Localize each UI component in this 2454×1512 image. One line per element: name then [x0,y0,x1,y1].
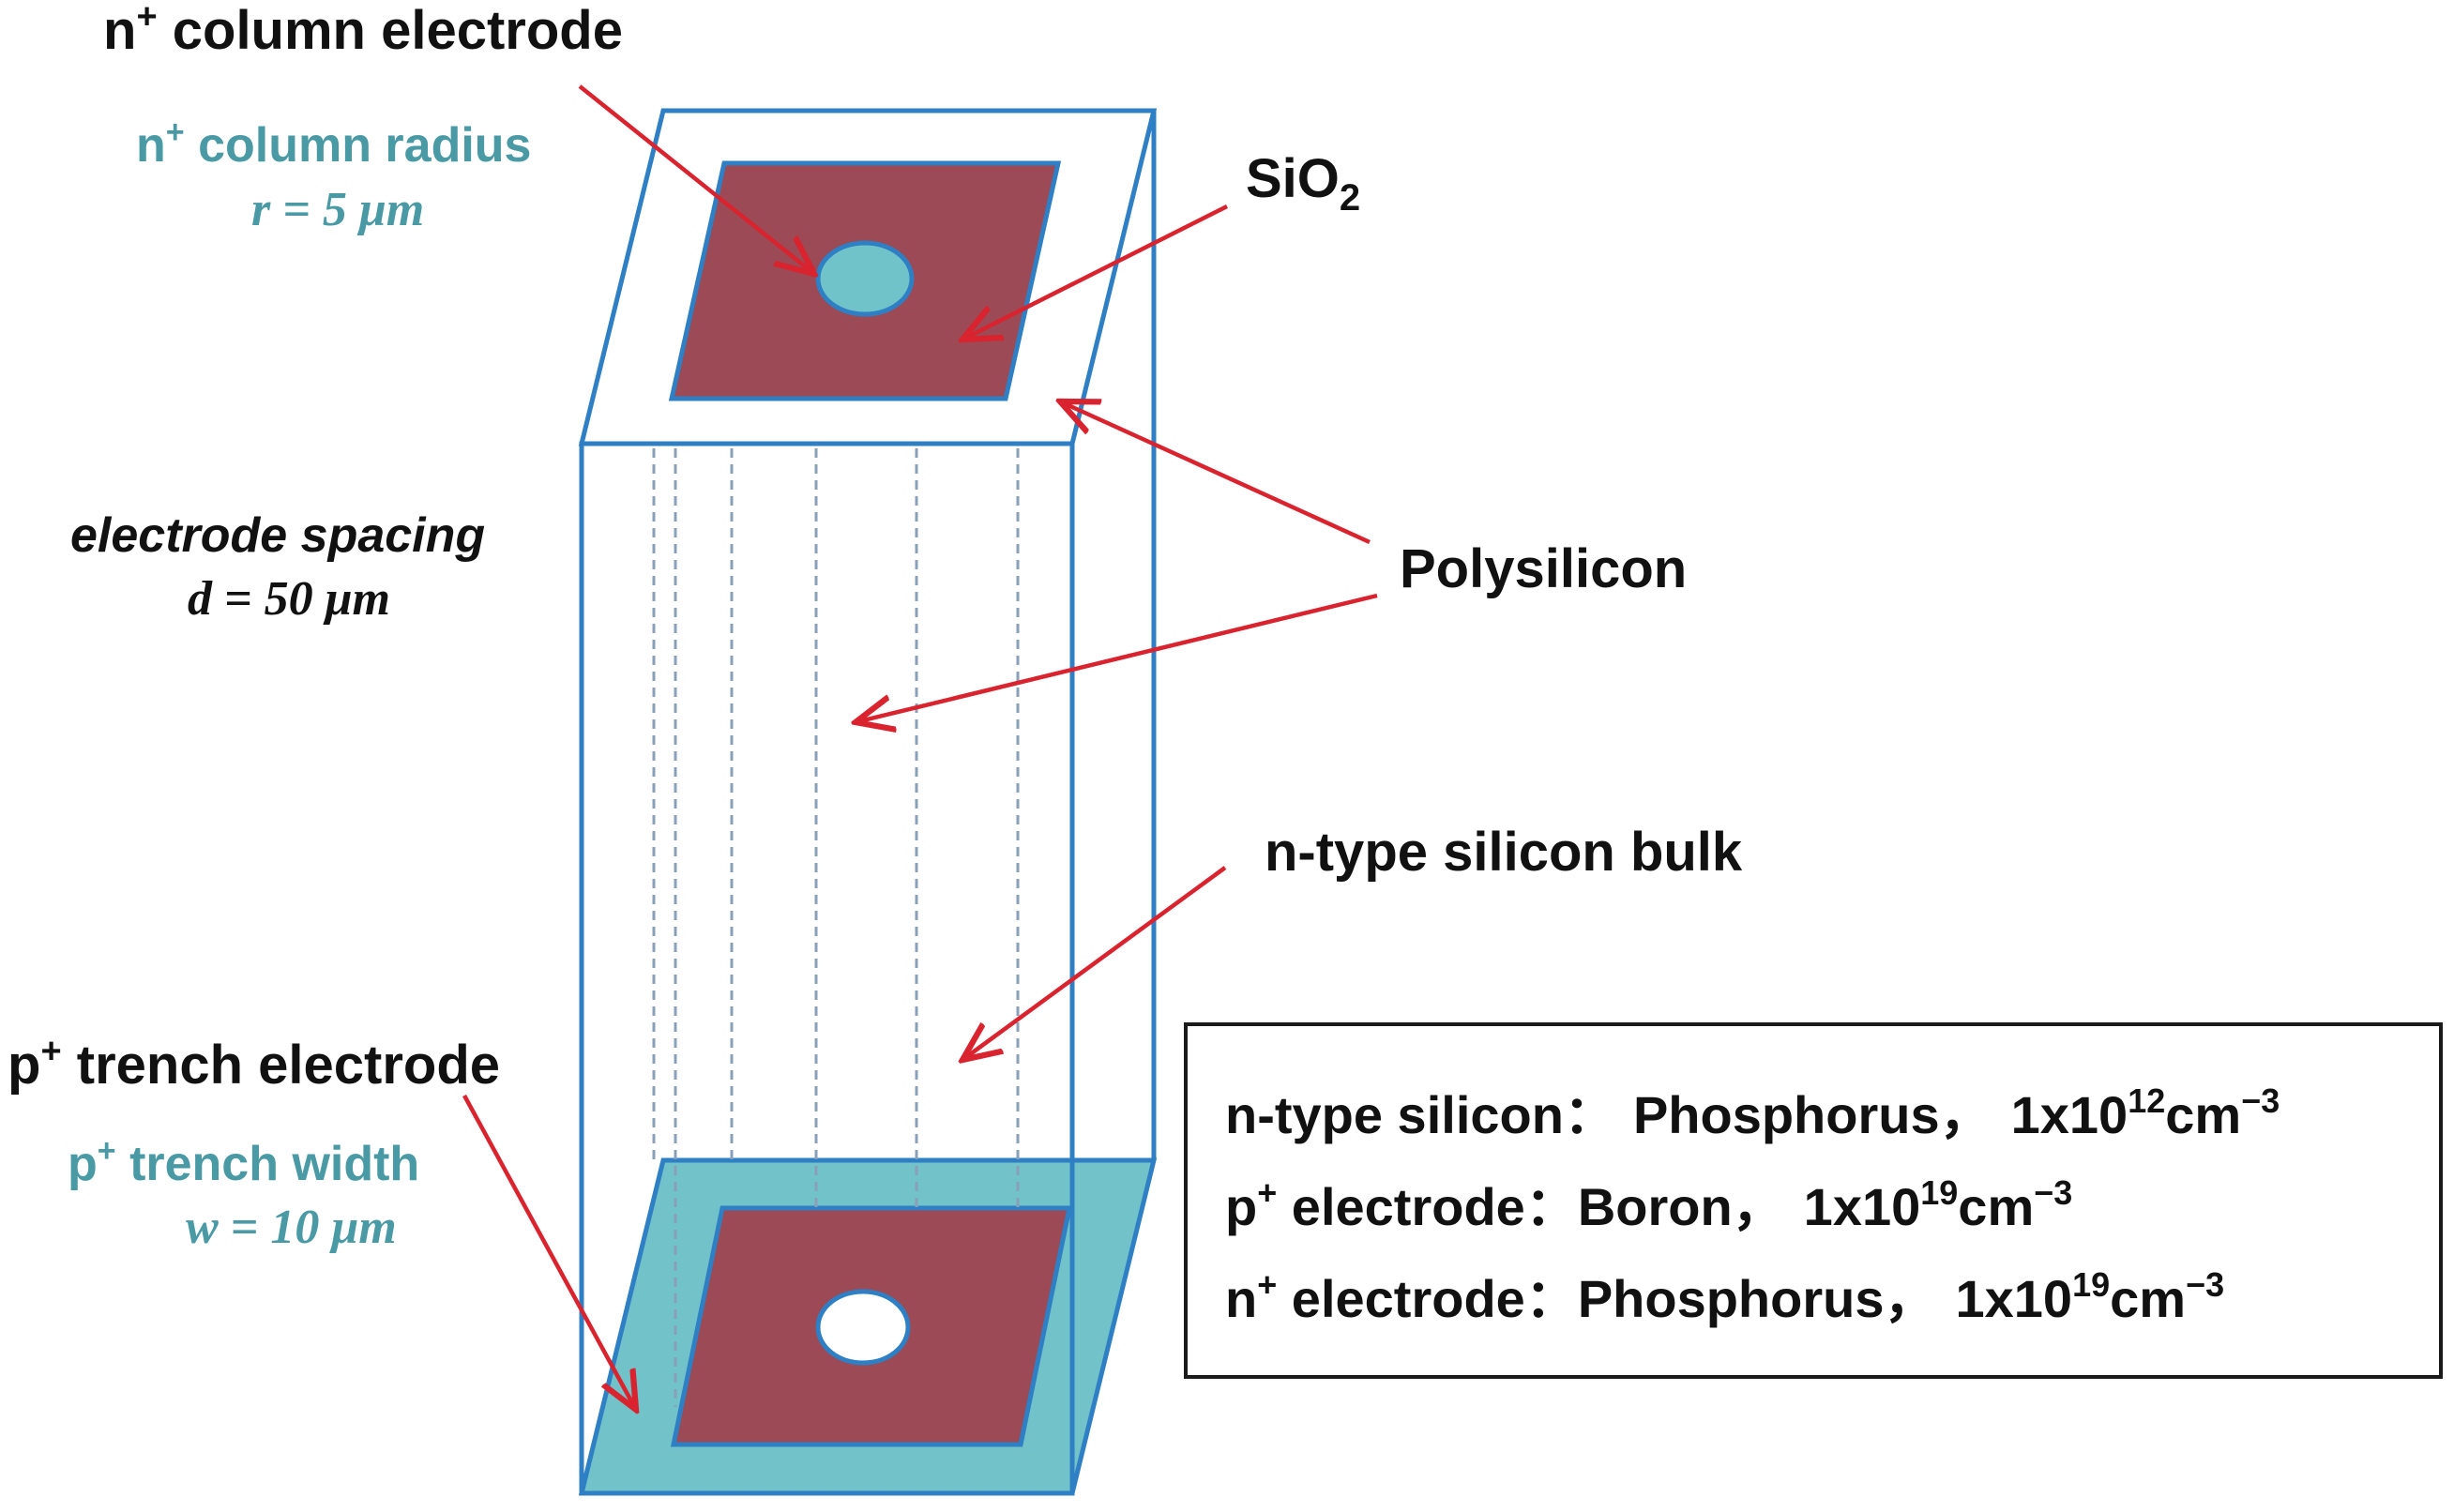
annotation-arrows [462,84,1378,1410]
label-n-column-radius: n+ column radius [136,114,531,173]
arrow-n-bulk [962,866,1227,1060]
bottom-column-hole [815,1289,911,1366]
arrow-polysilicon-mid [856,593,1378,722]
label-electrode-spacing: electrode spacing [70,508,485,563]
label-n-type-bulk: n-type silicon bulk [1265,822,1743,883]
n-column-electrode [815,240,915,317]
legend-row-n-electrode: n+ electrode：Phosphorus，1x1019cm−3 [1225,1265,2224,1328]
arrow-sio2 [962,204,1229,340]
legend-row-p-electrode: p+ electrode：Boron，1x1019cm−3 [1225,1173,2072,1236]
legend-row-n-type: n-type silicon：Phosphorus，1x1012cm−3 [1225,1081,2280,1144]
label-p-trench-width: p+ trench width [68,1133,419,1191]
dashed-guide-lines [652,448,1020,1407]
label-sio2: SiO2 [1246,148,1360,219]
arrow-polysilicon-top [1060,401,1371,545]
doping-legend: n-type silicon：Phosphorus，1x1012cm−3 p+ … [1184,1022,2443,1379]
label-p-trench-electrode: p+ trench electrode [8,1032,500,1096]
value-p-trench-width: w = 10 μm [186,1201,397,1254]
arrow-n-column [578,84,814,274]
label-n-column-electrode: n+ column electrode [103,0,623,61]
legend-frame [1184,1022,2443,1379]
value-electrode-spacing: d = 50 μm [188,572,390,626]
arrow-p-trench [462,1094,636,1410]
value-n-column-radius: r = 5 μm [251,183,424,236]
label-polysilicon: Polysilicon [1400,538,1687,599]
